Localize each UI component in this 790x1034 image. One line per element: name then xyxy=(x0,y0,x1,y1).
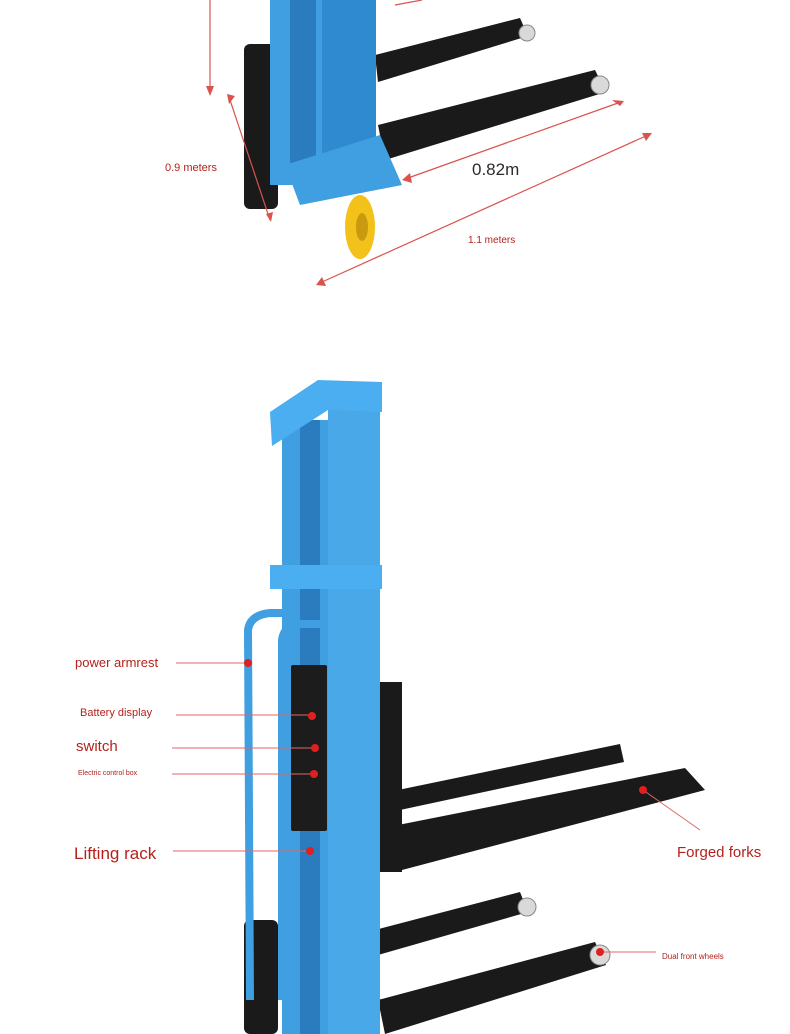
dimension-arrows xyxy=(206,0,652,286)
lifting-rack-callout-dot xyxy=(306,847,314,855)
upper-rear-fork xyxy=(398,744,624,810)
lower-rear-fork xyxy=(375,892,528,955)
callouts xyxy=(172,659,701,956)
wheels-callout-dot xyxy=(596,948,604,956)
battery-display-label: Battery display xyxy=(80,707,153,719)
length-arrow xyxy=(321,134,649,283)
mast-cross-bar xyxy=(270,565,382,589)
control-box-label: Electric control box xyxy=(78,770,138,777)
armrest-callout-dot xyxy=(244,659,252,667)
top-mast-slot xyxy=(290,0,316,180)
control-box-callout-dot xyxy=(310,770,318,778)
fork-carriage xyxy=(380,682,402,872)
mast-top-cap xyxy=(270,380,382,446)
top-panel-stacker xyxy=(244,0,610,259)
width-arrow xyxy=(407,102,619,179)
width-dimension-label: 0.82m xyxy=(472,160,520,179)
switch-label: switch xyxy=(76,738,118,755)
upper-front-fork xyxy=(398,768,705,870)
forged-forks-label: Forged forks xyxy=(677,844,762,861)
top-rear-fork xyxy=(375,18,528,82)
power-armrest-label: power armrest xyxy=(75,655,159,670)
depth-arrow xyxy=(229,99,271,221)
lower-front-fork xyxy=(378,942,606,1034)
top-front-fork xyxy=(378,70,606,160)
top-base-plate xyxy=(285,135,402,205)
battery-callout-dot xyxy=(308,712,316,720)
inner-handle xyxy=(278,620,328,1000)
top-front-fork-wheel xyxy=(590,75,610,95)
mast-right-channel xyxy=(328,405,380,1034)
switch-callout-dot xyxy=(311,744,319,752)
height-dimension-label: 0.9 meters xyxy=(165,162,217,174)
top-rear-fork-wheel xyxy=(518,24,536,42)
power-armrest-handle xyxy=(243,609,284,1001)
dual-front-wheels-label: Dual front wheels xyxy=(662,952,724,961)
forks-callout-dot xyxy=(639,786,647,794)
bottom-panel-stacker xyxy=(243,380,705,1034)
lifting-rack-label: Lifting rack xyxy=(74,844,157,863)
length-dimension-label: 1.1 meters xyxy=(468,235,516,246)
